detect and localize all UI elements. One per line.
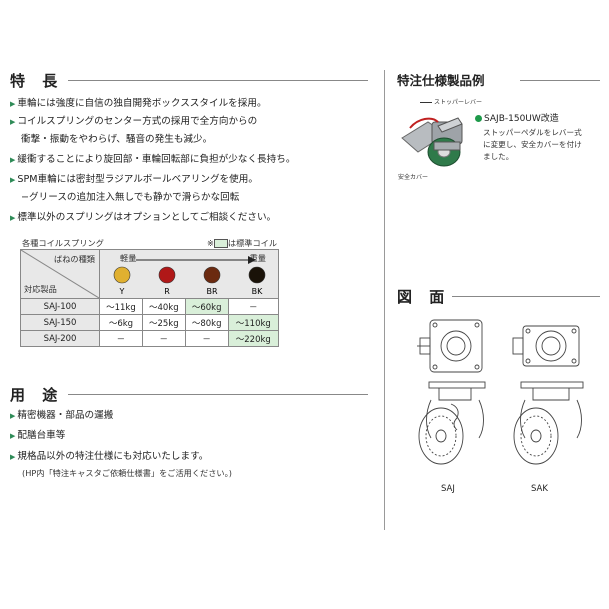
usage-note: (HP内「特注キャスタご依頼仕様書」をご活用ください。) <box>22 468 232 478</box>
legend-label: は標準コイル <box>227 238 278 248</box>
drawing-rule <box>452 296 600 297</box>
spring-code-y: Y <box>119 287 125 296</box>
spring-header-corner: ばねの種類 対応製品 <box>20 249 100 299</box>
cover-label: 安全カバー <box>398 174 429 181</box>
spring-icon-bk <box>248 266 266 284</box>
spring-header-types: 軽量 重量 Y R BR BK <box>99 249 279 299</box>
spring-code-r: R <box>164 287 170 296</box>
table-cell-standard: ～110kg <box>227 314 280 331</box>
bullet-icon: ▶ <box>10 412 16 420</box>
custom-caster-photo <box>398 104 475 172</box>
table-row: SAJ-200 － － － ～220kg <box>20 330 280 347</box>
diagonal-line <box>21 250 99 298</box>
product-cell: SAJ-200 <box>20 330 100 347</box>
table-cell: ～80kg <box>184 314 229 331</box>
usage-item-1: ▶精密機器・部品の運搬 <box>10 410 114 421</box>
spring-code-bk: BK <box>252 287 263 296</box>
table-row: SAJ-150 ～6kg ～25kg ～80kg ～110kg <box>20 314 280 331</box>
bullet-icon: ▶ <box>10 453 16 461</box>
saj-label: SAJ <box>441 484 455 494</box>
feature-item-5: ▶標準以外のスプリングはオプションとしてご相談ください。 <box>10 212 277 223</box>
spring-code-br: BR <box>206 287 217 296</box>
green-dot-icon <box>475 115 482 122</box>
usage-item-2: ▶配膳台車等 <box>10 430 66 441</box>
usage-title: 用 途 <box>10 386 64 404</box>
feature-item-1: ▶車輪には強度に自信の独自開発ボックススタイルを採用。 <box>10 98 267 109</box>
custom-title: 特注仕様製品例 <box>397 73 485 88</box>
legend-swatch <box>213 239 228 248</box>
feature-item-4: ▶SPM車輪には密封型ラジアルボールベアリングを使用。 <box>10 174 258 185</box>
features-title: 特 長 <box>10 72 64 90</box>
caster-drawings <box>417 319 584 465</box>
spring-table-caption: 各種コイルスプリング <box>22 238 104 248</box>
bullet-icon: ▶ <box>10 214 16 222</box>
table-cell-standard: ～220kg <box>227 330 280 347</box>
table-cell: － <box>99 330 143 347</box>
table-cell: － <box>141 330 186 347</box>
saj-drawing <box>417 319 486 465</box>
arrow-icon <box>136 256 256 264</box>
feature-item-4-cont: −グリースの追加注入無しでも静かで滑らかな回転 <box>21 192 240 203</box>
feature-item-3: ▶緩衝することにより旋回部・車輪回転部に負担が少なく長持ち。 <box>10 154 296 165</box>
table-cell: － <box>184 330 229 347</box>
stopper-leader <box>420 102 432 103</box>
stopper-label: ストッパーレバー <box>434 99 483 106</box>
custom-model: SAJB-150UW改造 <box>475 111 559 124</box>
table-cell: ～11kg <box>99 298 143 315</box>
sak-drawing <box>512 325 584 465</box>
heavy-label: 重量 <box>249 253 266 263</box>
bullet-icon: ▶ <box>10 176 16 184</box>
bullet-icon: ▶ <box>10 118 16 126</box>
custom-desc: ストッパーペダルをレバー式 に変更し、安全カバーを付け ました。 <box>483 128 582 161</box>
features-rule <box>68 80 368 81</box>
column-divider <box>384 70 385 530</box>
legend-note: ※ <box>207 238 214 248</box>
spring-icon-br <box>203 266 221 284</box>
sak-label: SAK <box>531 484 548 494</box>
spring-icon-y <box>113 266 131 284</box>
usage-rule <box>68 394 368 395</box>
table-cell: ～6kg <box>99 314 143 331</box>
spring-icon-r <box>158 266 176 284</box>
custom-rule <box>520 80 600 81</box>
spring-legend: ※ は標準コイル <box>207 237 277 249</box>
header-product: 対応製品 <box>24 284 57 294</box>
feature-item-2: ▶コイルスプリングのセンター方式の採用で全方向からの <box>10 116 258 127</box>
feature-item-2-cont: 衝撃・振動をやわらげ、騒音の発生も減少。 <box>21 134 213 145</box>
bullet-icon: ▶ <box>10 432 16 440</box>
header-spring-type: ばねの種類 <box>54 254 95 264</box>
drawing-title: 図 面 <box>397 288 451 306</box>
spring-table: ばねの種類 対応製品 軽量 重量 Y R BR BK SAJ-100 ～11k <box>20 249 280 347</box>
table-cell: ～25kg <box>141 314 186 331</box>
spring-header-row: ばねの種類 対応製品 軽量 重量 Y R BR BK <box>20 249 279 299</box>
table-row: SAJ-100 ～11kg ～40kg ～60kg － <box>20 298 280 315</box>
bullet-icon: ▶ <box>10 100 16 108</box>
light-label: 軽量 <box>120 253 137 263</box>
usage-item-3: ▶規格品以外の特注仕様にも対応いたします。 <box>10 451 209 462</box>
table-cell: ～40kg <box>141 298 186 315</box>
bullet-icon: ▶ <box>10 156 16 164</box>
spring-icons: Y R BR BK <box>113 266 266 296</box>
product-cell: SAJ-100 <box>20 298 100 315</box>
table-cell: － <box>227 298 280 315</box>
table-cell-standard: ～60kg <box>184 298 229 315</box>
product-cell: SAJ-150 <box>20 314 100 331</box>
